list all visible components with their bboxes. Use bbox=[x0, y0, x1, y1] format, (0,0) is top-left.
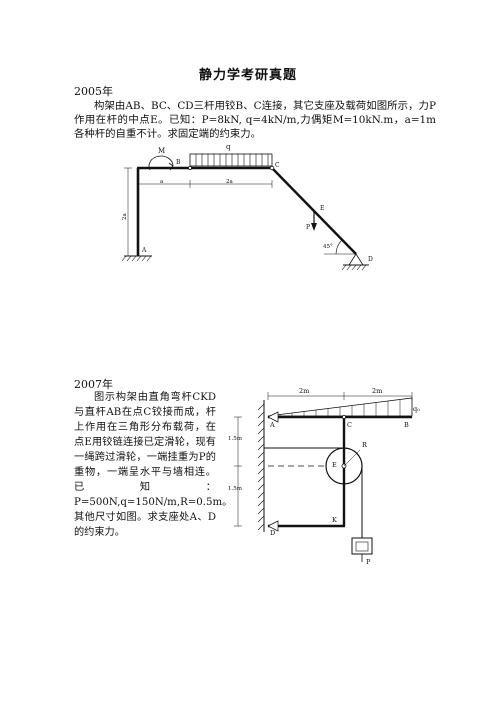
label-radius-R: R bbox=[362, 441, 368, 449]
label-point-B: B bbox=[404, 421, 409, 429]
label-point-B: B bbox=[176, 159, 181, 166]
label-point-C: C bbox=[347, 421, 352, 429]
figure-2007-frame: 2m 2m q₀ A C B R E K D P 1.5m 1.5m bbox=[228, 387, 420, 566]
label-dim-2a: 2a bbox=[226, 179, 233, 185]
label-point-C: C bbox=[275, 162, 280, 169]
label-point-D: D bbox=[368, 256, 373, 263]
label-weight-P: P bbox=[366, 558, 371, 566]
year-heading-2005: 2005年 bbox=[74, 85, 113, 98]
label-dim-1-5m-lower: 1.5m bbox=[228, 486, 243, 492]
label-dim-1-5m-upper: 1.5m bbox=[228, 436, 243, 442]
problem-2005-text: 构架由AB、BC、CD三杆用铰B、C连接，其它支座及载荷如图所示，力P作用在杆的… bbox=[74, 100, 436, 140]
label-point-A: A bbox=[141, 247, 147, 254]
label-load-q: q bbox=[226, 143, 231, 151]
problem-2007-text: 图示构架由直角弯杆CKD与直杆AB在点C铰接而成，杆上作用在三角形分布载荷，在点… bbox=[74, 392, 233, 538]
label-force-P: P bbox=[306, 224, 310, 231]
label-point-D: D bbox=[270, 529, 275, 537]
label-point-E: E bbox=[320, 205, 324, 212]
label-dim-height-2a: 2a bbox=[122, 213, 128, 220]
label-point-A: A bbox=[269, 421, 275, 429]
label-load-q0: q₀ bbox=[413, 405, 420, 413]
label-dim-2m-right: 2m bbox=[372, 387, 382, 395]
label-angle-45: 45° bbox=[323, 244, 333, 250]
label-point-E: E bbox=[332, 461, 337, 469]
label-dim-2m-left: 2m bbox=[299, 387, 309, 395]
page-title: 静力学考研真题 bbox=[198, 68, 297, 83]
year-heading-2007: 2007年 bbox=[74, 378, 113, 391]
label-point-K: K bbox=[332, 516, 337, 524]
figure-2005-frame: M q B C A D E P a 2a 2a 45° bbox=[121, 143, 373, 271]
label-moment-M: M bbox=[158, 147, 165, 155]
label-dim-a: a bbox=[160, 179, 164, 185]
